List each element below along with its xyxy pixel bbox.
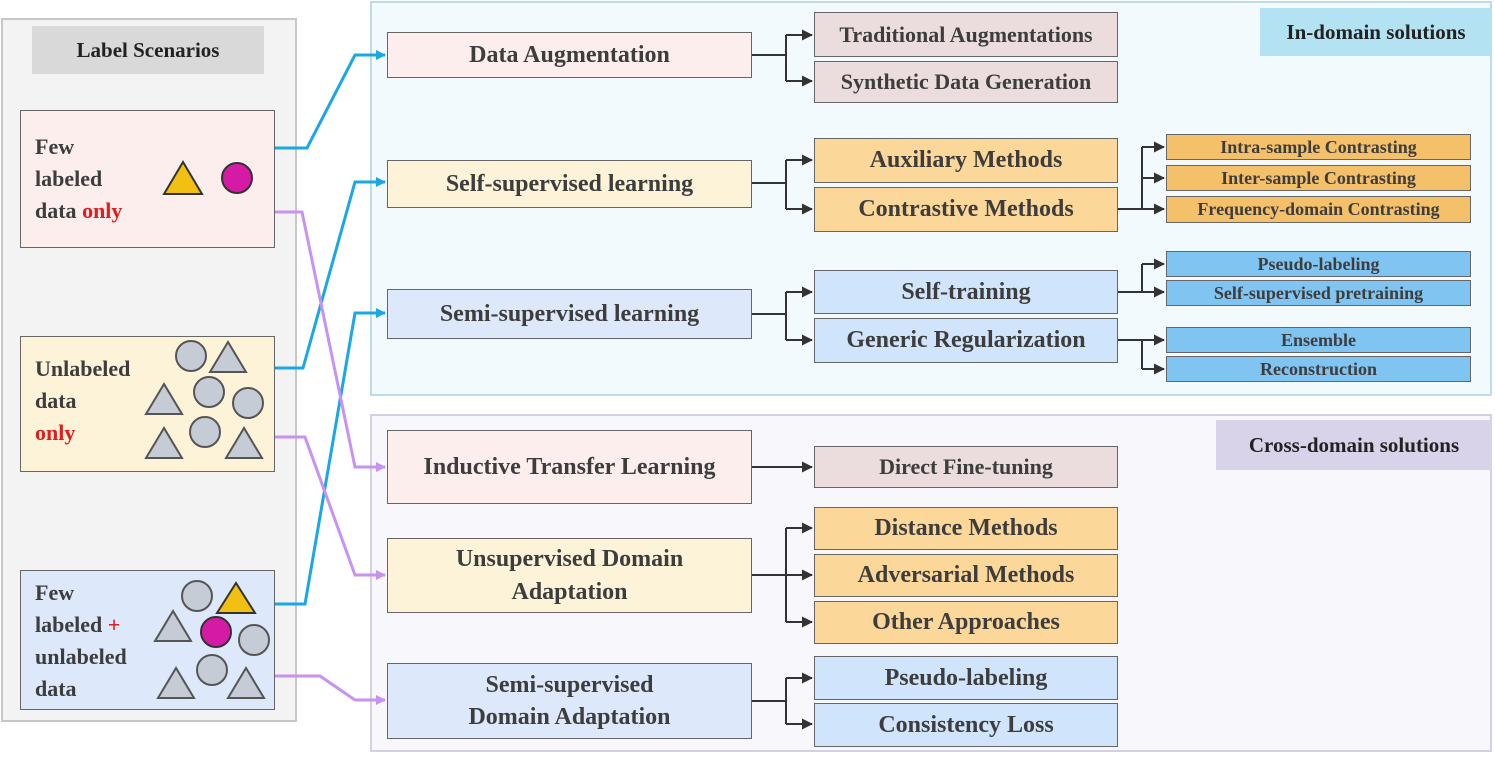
scenario-few-only: only (82, 197, 123, 223)
tree-connectors (752, 29, 1165, 730)
label-scenarios-title: Label Scenarios (32, 26, 264, 74)
scenario-few-line2: labeled (35, 165, 103, 191)
blue-arrows (275, 50, 386, 606)
adversarial-methods-node: Adversarial Methods (814, 554, 1118, 597)
distance-methods-node: Distance Methods (814, 507, 1118, 550)
purple-arrows (275, 210, 386, 705)
few-labeled-shapes (162, 160, 253, 195)
triangle-icon (144, 382, 184, 415)
arrow-unlabeled-to-selfsup (275, 177, 386, 370)
circle-icon (238, 624, 270, 656)
scenario-few-line3: data (35, 197, 77, 223)
uda-line2: Adaptation (511, 578, 628, 605)
circle-icon (196, 654, 228, 686)
arrow-few-to-inductive (275, 210, 386, 472)
scenario-mixed-line1: Few (35, 580, 75, 605)
triangle-icon (215, 581, 257, 614)
ensemble-node: Ensemble (1166, 327, 1471, 353)
pseudo-labeling-crossdomain-node: Pseudo-labeling (814, 656, 1118, 700)
circle-icon (193, 376, 225, 408)
data-augmentation-node: Data Augmentation (387, 32, 752, 78)
triangle-icon (226, 666, 266, 699)
scenario-mixed-line3: unlabeled (35, 643, 127, 669)
circle-icon (200, 616, 232, 648)
cross-domain-tag: Cross-domain solutions (1216, 420, 1492, 470)
arrow-mixed-to-ssda (275, 674, 386, 705)
scenario-mixed-plus: + (107, 611, 121, 637)
self-supervised-node: Self-supervised learning (387, 160, 752, 208)
semi-supervised-node: Semi-supervised learning (387, 289, 752, 339)
inductive-transfer-node: Inductive Transfer Learning (387, 430, 752, 504)
triangle-icon (153, 609, 193, 642)
in-domain-tag: In-domain solutions (1260, 8, 1492, 56)
circle-icon (181, 580, 213, 612)
direct-fine-tuning-node: Direct Fine-tuning (814, 446, 1118, 488)
auxiliary-methods-node: Auxiliary Methods (814, 138, 1118, 183)
scenario-unlabeled-line2: data (35, 387, 77, 413)
generic-regularization-node: Generic Regularization (814, 318, 1118, 363)
circle-icon (221, 162, 253, 194)
ssda-node: Semi-supervised Domain Adaptation (387, 663, 752, 739)
scenario-unlabeled-only: only (35, 419, 76, 445)
inter-sample-contrasting-node: Inter-sample Contrasting (1166, 165, 1471, 191)
triangle-icon (224, 426, 264, 459)
triangle-icon (144, 426, 184, 459)
ssda-line2: Domain Adaptation (468, 704, 671, 730)
self-supervised-pretraining-node: Self-supervised pretraining (1166, 280, 1471, 306)
frequency-domain-contrasting-node: Frequency-domain Contrasting (1166, 196, 1471, 223)
uda-line1: Unsupervised Domain (455, 546, 684, 573)
synthetic-data-generation-node: Synthetic Data Generation (814, 61, 1118, 103)
other-approaches-node: Other Approaches (814, 601, 1118, 644)
scenario-mixed-line4: data (35, 675, 77, 701)
self-training-node: Self-training (814, 270, 1118, 314)
circle-icon (189, 416, 221, 448)
pseudo-labeling-indomain-node: Pseudo-labeling (1166, 251, 1471, 277)
circle-icon (175, 340, 207, 372)
intra-sample-contrasting-node: Intra-sample Contrasting (1166, 134, 1471, 160)
reconstruction-node: Reconstruction (1166, 356, 1471, 382)
triangle-icon (156, 666, 196, 699)
mixed-shapes (153, 580, 270, 699)
scenario-mixed-line2: labeled (35, 611, 103, 637)
ssda-line1: Semi-supervised (485, 671, 654, 698)
triangle-icon (162, 160, 204, 195)
arrow-few-to-augmentation (275, 50, 386, 150)
circle-icon (232, 387, 264, 419)
scenario-few-line1: Few (35, 134, 75, 159)
triangle-icon (208, 340, 248, 373)
arrow-mixed-to-semisup (275, 308, 386, 606)
arrow-unlabeled-to-uda (275, 435, 386, 580)
traditional-augmentations-node: Traditional Augmentations (814, 12, 1118, 57)
uda-node: Unsupervised Domain Adaptation (387, 538, 752, 613)
consistency-loss-node: Consistency Loss (814, 703, 1118, 747)
contrastive-methods-node: Contrastive Methods (814, 187, 1118, 232)
unlabeled-shapes (144, 340, 264, 459)
scenario-unlabeled-line1: Unlabeled (35, 356, 131, 381)
